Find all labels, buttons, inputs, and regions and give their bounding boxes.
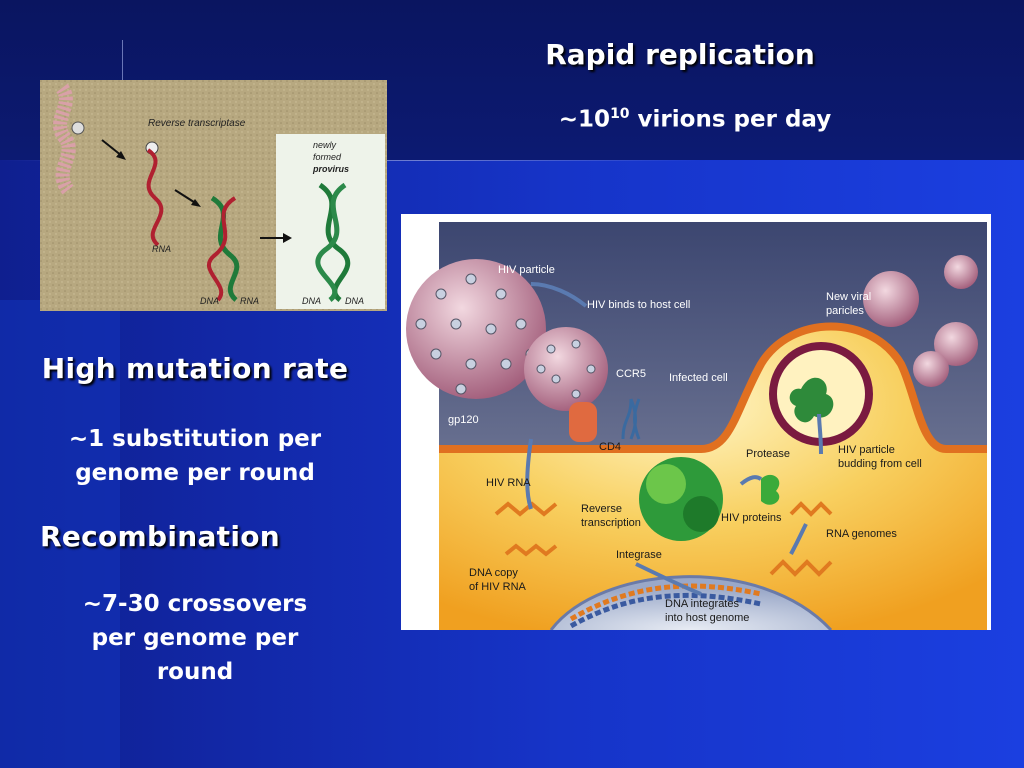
label-dna-int-2: into host genome — [665, 612, 749, 624]
provirus-line-2: formed — [313, 152, 342, 162]
provirus-line-1: newly — [313, 140, 337, 150]
rt-label: Reverse transcriptase — [148, 118, 246, 129]
label-new-viral-1: New viral — [826, 291, 871, 303]
recomb-line-1: ~7-30 crossovers — [82, 591, 308, 617]
label-protease: Protease — [746, 448, 790, 460]
label-integrase: Integrase — [616, 549, 662, 561]
hiv-lifecycle-figure: HIV particle HIV binds to host cell New … — [401, 214, 991, 632]
background-left-panel — [0, 300, 120, 768]
slide-title: Rapid replication — [545, 38, 815, 71]
replication-rate: ~1010 virions per day — [530, 106, 860, 133]
dna-label-1: DNA — [200, 296, 219, 306]
label-reverse-2: transcription — [581, 517, 641, 529]
mutation-line-1: ~1 substitution per — [68, 426, 322, 452]
reverse-transcription-figure: Reverse transcriptase RNA DNA RNA newly … — [40, 80, 387, 311]
mutation-heading: High mutation rate — [41, 352, 349, 385]
label-binds: HIV binds to host cell — [587, 299, 690, 311]
label-hiv-rna: HIV RNA — [486, 477, 531, 489]
label-hiv-particle: HIV particle — [498, 264, 555, 276]
label-budding-2: budding from cell — [838, 458, 922, 470]
rate-prefix: ~10 — [558, 106, 611, 133]
dna-label-2: DNA — [302, 296, 321, 306]
recombination-heading: Recombination — [39, 520, 281, 553]
label-gp120: gp120 — [448, 414, 479, 426]
label-hiv-proteins: HIV proteins — [721, 512, 782, 524]
label-rna-genomes: RNA genomes — [826, 528, 897, 540]
new-viral-particles-group — [863, 255, 978, 387]
label-reverse-1: Reverse — [581, 503, 622, 515]
label-dna-copy-1: DNA copy — [469, 567, 518, 579]
recomb-line-3: round — [156, 659, 234, 685]
label-infected-cell: Infected cell — [669, 372, 728, 384]
label-dna-copy-2: of HIV RNA — [469, 581, 527, 593]
mutation-line-2: genome per round — [75, 460, 315, 486]
recomb-line-2: per genome per — [91, 625, 299, 651]
flow-arrows — [525, 282, 823, 596]
recombination-detail: ~7-30 crossovers per genome per round — [60, 587, 330, 689]
mutation-detail: ~1 substitution per genome per round — [40, 422, 350, 490]
label-cd4: CD4 — [599, 441, 621, 453]
rna-label: RNA — [152, 244, 171, 254]
label-new-viral-2: paricles — [826, 305, 864, 317]
rna-label-2: RNA — [240, 296, 259, 306]
dna-label-3: DNA — [345, 296, 364, 306]
label-ccr5: CCR5 — [616, 368, 646, 380]
decor-vertical-line — [122, 40, 123, 80]
label-dna-int-1: DNA integrates — [665, 598, 739, 610]
rate-exponent: 10 — [610, 106, 630, 122]
provirus-line-3: provirus — [312, 164, 349, 174]
label-budding-1: HIV particle — [838, 444, 895, 456]
rate-suffix: virions per day — [629, 106, 832, 133]
